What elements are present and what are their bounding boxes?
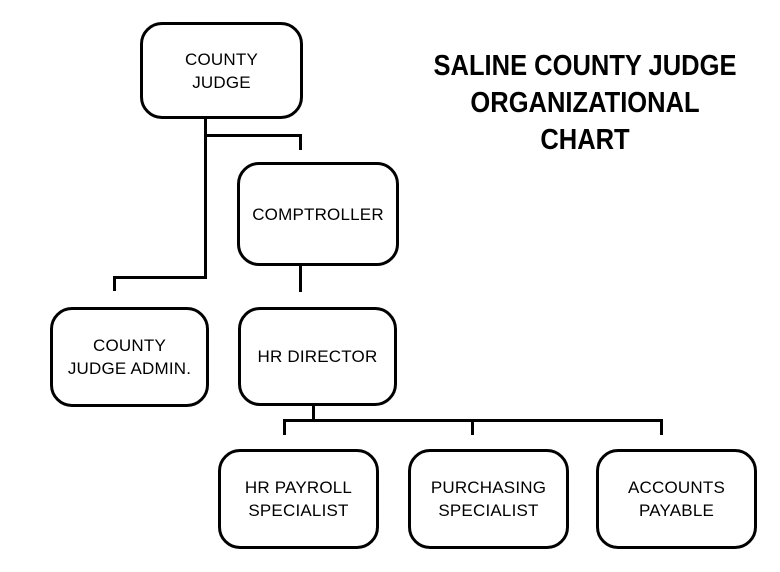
node-label: COUNTY	[185, 49, 258, 69]
node-purchasing-specialist: PURCHASING SPECIALIST	[408, 449, 569, 549]
node-county-judge-admin: COUNTY JUDGE ADMIN.	[50, 307, 209, 407]
node-label: COMPTROLLER	[252, 204, 384, 224]
connector	[660, 419, 663, 435]
title-line: SALINE COUNTY JUDGE	[433, 50, 737, 82]
title-line: CHART	[540, 124, 630, 156]
connector	[204, 134, 302, 137]
title-line: ORGANIZATIONAL	[470, 87, 700, 119]
connector	[113, 276, 207, 279]
node-label: SPECIALIST	[248, 501, 349, 520]
node-label: JUDGE ADMIN.	[67, 359, 192, 378]
node-hr-payroll-specialist: HR PAYROLL SPECIALIST	[218, 449, 379, 549]
node-hr-director: HR DIRECTOR	[238, 307, 397, 406]
connector	[299, 134, 302, 150]
chart-title: SALINE COUNTY JUDGE ORGANIZATIONAL CHART	[400, 48, 770, 159]
node-label: HR DIRECTOR	[257, 347, 378, 366]
connector	[312, 404, 315, 421]
node-label: ACCOUNTS	[628, 478, 725, 497]
connector	[283, 419, 286, 435]
connector	[204, 118, 207, 278]
node-county-judge: COUNTY JUDGE	[140, 22, 303, 119]
node-label: JUDGE	[192, 72, 251, 92]
connector	[299, 264, 302, 292]
node-label: PURCHASING	[430, 478, 547, 497]
connector	[471, 419, 474, 435]
node-label: HR PAYROLL	[244, 478, 353, 497]
node-label: PAYABLE	[638, 501, 715, 520]
node-label: SPECIALIST	[438, 501, 539, 520]
node-label: COUNTY	[93, 336, 166, 355]
connector	[113, 276, 116, 291]
node-accounts-payable: ACCOUNTS PAYABLE	[596, 449, 757, 549]
node-comptroller: COMPTROLLER	[237, 162, 399, 266]
